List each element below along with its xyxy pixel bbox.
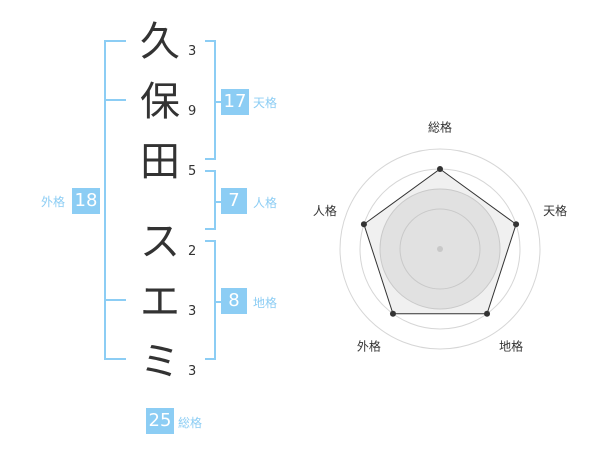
name-char-3: 田 xyxy=(140,139,180,185)
tenkaku-bracket-bottom xyxy=(205,158,216,160)
chikaku-bracket-connector xyxy=(216,301,222,303)
jinkaku-value: 7 xyxy=(221,188,247,214)
gaikaku-bracket-line xyxy=(104,40,106,360)
jinkaku-bracket-connector xyxy=(216,201,222,203)
stroke-count-1: 3 xyxy=(188,44,197,59)
radar-center-dot xyxy=(437,246,443,252)
gaikaku-bracket-top xyxy=(104,40,126,42)
radar-axis-label-3: 地格 xyxy=(499,338,523,353)
chikaku-bracket-top xyxy=(205,240,216,242)
radar-point-1 xyxy=(437,166,443,172)
radar-point-5 xyxy=(360,221,367,228)
radar-point-4 xyxy=(389,310,396,317)
stroke-count-2: 9 xyxy=(188,104,197,119)
jinkaku-label: 人格 xyxy=(253,196,278,210)
gaikaku-label: 外格 xyxy=(41,195,66,209)
chikaku-bracket-bottom xyxy=(205,358,216,360)
tenkaku-label: 天格 xyxy=(253,96,278,110)
radar-shape xyxy=(360,166,520,317)
radar-axis-label-2: 天格 xyxy=(543,203,567,218)
tenkaku-bracket-line xyxy=(214,40,216,160)
tenkaku-bracket-connector xyxy=(216,101,222,103)
radar-polygon xyxy=(363,168,517,315)
gaikaku-bracket-tick xyxy=(104,299,126,301)
radar-axis-label-1: 総格 xyxy=(428,120,452,135)
radar-point-2 xyxy=(513,221,520,228)
radar-axis-label-5: 人格 xyxy=(313,203,337,218)
chikaku-label: 地格 xyxy=(253,296,278,310)
stroke-count-4: 2 xyxy=(188,244,197,259)
gaikaku-value: 18 xyxy=(72,188,100,214)
tenkaku-bracket-top xyxy=(205,40,216,42)
radar-point-3 xyxy=(484,310,491,317)
jinkaku-bracket-top xyxy=(205,170,216,172)
name-char-5: エ xyxy=(140,279,180,325)
stroke-count-3: 5 xyxy=(188,164,197,179)
name-char-6: ミ xyxy=(140,339,180,385)
name-char-2: 保 xyxy=(140,79,180,125)
tenkaku-value: 17 xyxy=(221,89,249,115)
name-char-1: 久 xyxy=(140,19,180,65)
chikaku-bracket-line xyxy=(214,240,216,360)
soukaku-value: 25 xyxy=(146,408,174,434)
chikaku-value: 8 xyxy=(221,288,247,314)
jinkaku-bracket-bottom xyxy=(205,228,216,230)
stroke-count-6: 3 xyxy=(188,364,197,379)
radar-axis-label-4: 外格 xyxy=(357,338,381,353)
jinkaku-bracket-line xyxy=(214,170,216,230)
name-char-4: ス xyxy=(140,219,180,265)
soukaku-label: 総格 xyxy=(178,416,203,430)
gaikaku-bracket-bottom xyxy=(104,358,126,360)
gaikaku-bracket-tick xyxy=(104,99,126,101)
stroke-count-5: 3 xyxy=(188,304,197,319)
